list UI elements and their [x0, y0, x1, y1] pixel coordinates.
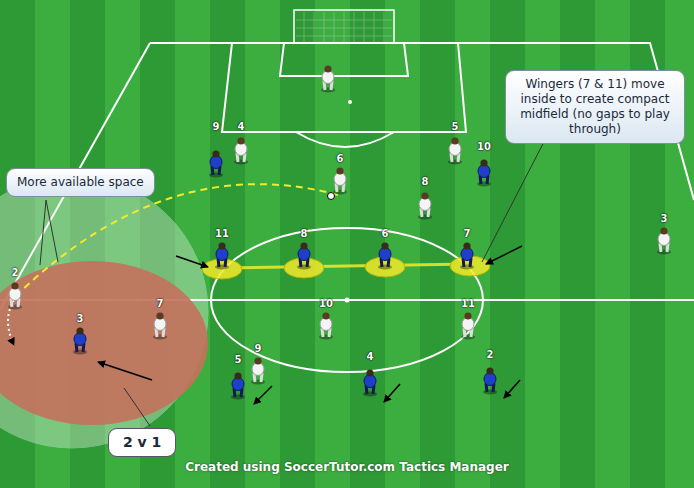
- player-number: 6: [382, 228, 389, 239]
- player-number: 11: [461, 298, 475, 309]
- player-number: 5: [235, 354, 242, 365]
- player-number: 9: [255, 343, 262, 354]
- callout-text: More available space: [17, 175, 144, 190]
- player-number: 9: [213, 121, 220, 132]
- watermark: Created using SoccerTutor.com Tactics Ma…: [185, 460, 509, 474]
- ball: [328, 193, 335, 200]
- player-number: 7: [464, 228, 471, 239]
- player-number: 3: [77, 313, 84, 324]
- player-number: 8: [301, 228, 308, 239]
- player-number: 4: [238, 121, 245, 132]
- player-number: 6: [337, 153, 344, 164]
- player-number: 11: [215, 228, 229, 239]
- space-zone: [0, 176, 208, 448]
- player-number: 5: [452, 121, 459, 132]
- pass-path: [20, 184, 338, 292]
- movement-arrows: [98, 246, 522, 404]
- callout-box: 2 v 1: [108, 428, 176, 457]
- player-number: 2: [12, 267, 19, 278]
- goal-net: [296, 12, 392, 43]
- midfield-line: [202, 256, 490, 279]
- player-number: 3: [661, 213, 668, 224]
- overload-zone: [0, 261, 208, 425]
- player-number: 8: [422, 176, 429, 187]
- player-number: 10: [319, 298, 333, 309]
- player-number: 7: [157, 298, 164, 309]
- callout-text: Wingers (7 & 11) move inside to create c…: [514, 77, 676, 137]
- player-number: 4: [367, 351, 374, 362]
- callout-box: Wingers (7 & 11) move inside to create c…: [505, 70, 685, 144]
- callout-text: 2 v 1: [123, 435, 161, 450]
- callout-box: More available space: [6, 168, 155, 197]
- player-number: 10: [477, 141, 491, 152]
- player-number: 2: [487, 349, 494, 360]
